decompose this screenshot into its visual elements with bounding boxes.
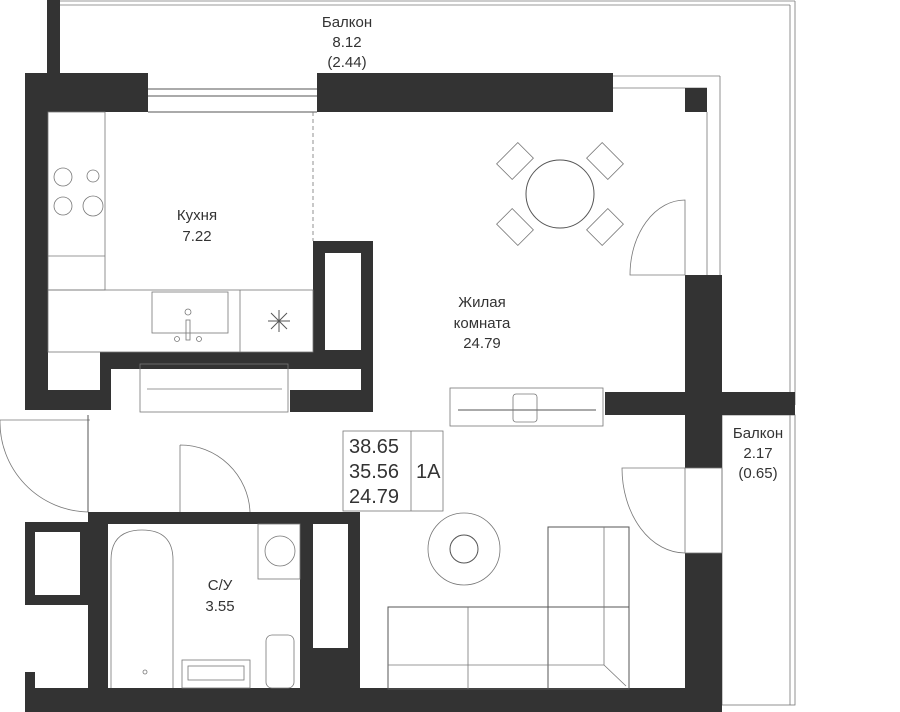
tv-unit <box>449 387 604 427</box>
walls <box>25 0 795 712</box>
entrance-door[interactable] <box>0 419 90 513</box>
living-area: 24.79 <box>349 486 399 508</box>
living-name-2: комната <box>454 315 511 332</box>
bathroom-name: С/У <box>208 577 233 594</box>
kitchen-name: Кухня <box>177 207 217 224</box>
kitchen-area: 7.22 <box>182 228 211 245</box>
summary-box: 38.65 35.56 24.79 1А <box>342 430 444 512</box>
balcony-outlines <box>60 0 796 706</box>
living-room-area: 24.79 <box>463 335 501 352</box>
apartment-type: 1А <box>416 461 441 483</box>
living-name: Жилая <box>458 294 505 311</box>
stove-burner <box>86 169 100 183</box>
bathroom-door[interactable] <box>179 444 251 513</box>
balcony-right-area: 2.17 <box>743 445 772 462</box>
bathtub <box>110 529 174 688</box>
balcony-top-reduced: (2.44) <box>327 54 366 71</box>
stove-burner <box>82 195 104 217</box>
fridge-icon <box>268 310 290 332</box>
balcony-top-name: Балкон <box>322 14 372 31</box>
door-balcony-top[interactable] <box>629 199 686 276</box>
bathroom-fixtures <box>110 523 301 689</box>
washbasin <box>181 659 251 689</box>
kitchen-furniture <box>47 111 314 413</box>
wardrobe <box>139 363 289 413</box>
bathroom-area: 3.55 <box>205 598 234 615</box>
living-total-area: 35.56 <box>349 461 399 483</box>
toilet <box>265 634 295 689</box>
window-top <box>148 88 317 113</box>
balcony-right-name: Балкон <box>733 425 783 442</box>
door-balcony-right[interactable] <box>621 467 686 554</box>
dining-table <box>496 142 624 246</box>
stove-burner <box>53 167 73 187</box>
balcony-right-reduced: (0.65) <box>738 465 777 482</box>
total-area: 38.65 <box>349 436 399 458</box>
washing-machine <box>264 535 296 567</box>
stove-burner <box>53 196 73 216</box>
living-furniture <box>387 512 630 690</box>
sofa <box>387 606 630 690</box>
balcony-top-area: 8.12 <box>332 34 361 51</box>
room-labels: Балкон 8.12 (2.44) Кухня 7.22 Жилая комн… <box>177 14 783 615</box>
